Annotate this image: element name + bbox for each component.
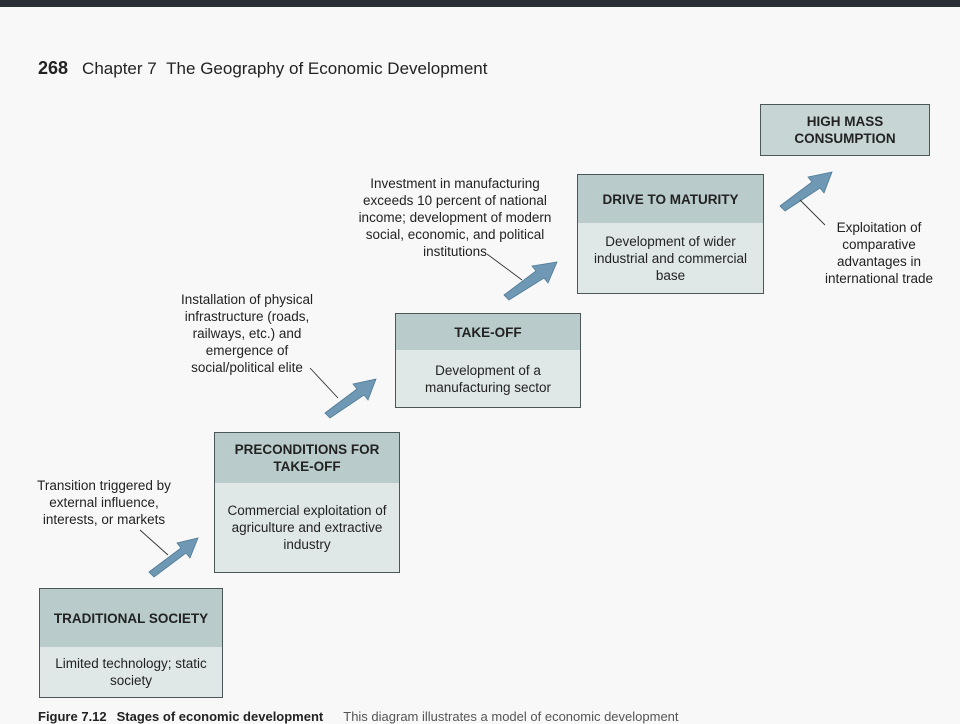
stage-traditional-society: TRADITIONAL SOCIETY Limited technology; … bbox=[39, 588, 223, 698]
stage-preconditions: PRECONDITIONS FOR TAKE-OFF Commercial ex… bbox=[214, 432, 400, 573]
stage-description: Development of wider industrial and comm… bbox=[593, 233, 748, 283]
stage-arrow-2 bbox=[324, 378, 377, 419]
figure-title: Stages of economic development bbox=[116, 709, 324, 724]
stage-description: Commercial exploitation of agriculture a… bbox=[227, 503, 387, 552]
figure-caption: Figure 7.12 Stages of economic developmen… bbox=[38, 709, 679, 724]
figure-label: Figure 7.12 bbox=[38, 709, 107, 724]
top-edge bbox=[0, 0, 960, 7]
stage-arrow-1 bbox=[148, 537, 199, 578]
stage-description: Limited technology; static society bbox=[55, 656, 207, 688]
stage-title: TAKE-OFF bbox=[396, 314, 580, 350]
stage-title: TRADITIONAL SOCIETY bbox=[40, 589, 222, 647]
chapter-title: The Geography of Economic Development bbox=[166, 59, 488, 78]
stage-arrow-4 bbox=[779, 171, 833, 212]
stage-title: PRECONDITIONS FOR TAKE-OFF bbox=[215, 433, 399, 483]
transition-note-1: Transition triggered by external influen… bbox=[37, 478, 171, 527]
stage-drive-to-maturity: DRIVE TO MATURITY Development of wider i… bbox=[577, 174, 764, 294]
stage-arrows bbox=[148, 171, 833, 578]
note-leader-lines bbox=[139, 199, 826, 556]
stage-title: HIGH MASS CONSUMPTION bbox=[761, 105, 929, 155]
transition-note-2: Installation of physical infrastructure … bbox=[180, 292, 314, 375]
leader-line-4 bbox=[799, 199, 826, 226]
transition-note-4: Exploitation of comparative advantages i… bbox=[824, 220, 934, 286]
leader-line-3 bbox=[486, 253, 523, 281]
stage-title: DRIVE TO MATURITY bbox=[578, 175, 763, 223]
chapter-label: Chapter 7 bbox=[82, 59, 157, 78]
leader-line-2 bbox=[309, 367, 339, 399]
figure-caption-text: This diagram illustrates a model of econ… bbox=[343, 709, 679, 724]
stage-description: Development of a manufacturing sector bbox=[424, 362, 552, 395]
stage-arrow-3 bbox=[503, 261, 558, 301]
leader-line-1 bbox=[139, 529, 169, 556]
transition-note-3: Investment in manufacturing exceeds 10 p… bbox=[358, 176, 552, 259]
stage-high-mass-consumption: HIGH MASS CONSUMPTION bbox=[760, 104, 930, 156]
page-number: 268 bbox=[38, 58, 69, 78]
page-header: 268 Chapter 7 The Geography of Economic D… bbox=[38, 58, 487, 79]
stage-take-off: TAKE-OFF Development of a manufacturing … bbox=[395, 313, 581, 408]
